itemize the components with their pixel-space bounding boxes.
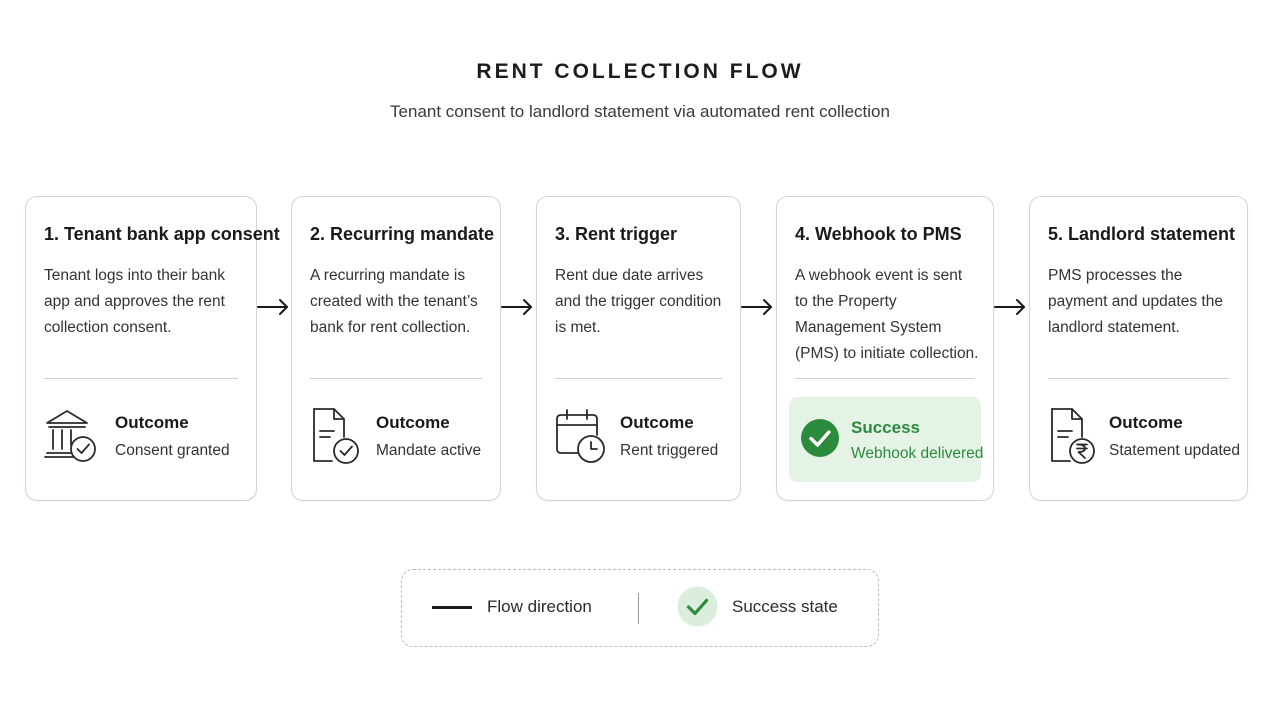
legend: Flow direction Success state — [401, 569, 879, 647]
step-card-tenant-consent: 1. Tenant bank app consent Tenant logs i… — [25, 196, 280, 501]
document-rupee-icon — [1051, 408, 1095, 464]
page-subtitle: Tenant consent to landlord statement via… — [390, 102, 890, 121]
success-state-box: Success Webhook delivered — [789, 397, 984, 482]
step-title: 1. Tenant bank app consent — [44, 224, 280, 244]
card-divider — [555, 378, 722, 379]
flow-arrow-icon — [741, 299, 772, 315]
step-title: 2. Recurring mandate — [310, 224, 495, 244]
outcome-label: Outcome — [620, 413, 694, 432]
card-divider — [795, 378, 975, 379]
outcome-value: Statement updated — [1109, 442, 1240, 459]
page-title: RENT COLLECTION FLOW — [476, 60, 804, 83]
step-title: 4. Webhook to PMS — [795, 224, 962, 244]
flow-direction-line-icon — [432, 606, 472, 609]
flow-arrow-icon — [257, 299, 288, 315]
outcome-value: Mandate active — [376, 442, 482, 459]
bank-check-icon — [44, 410, 96, 462]
step-description: Rent due date arrives and the trigger co… — [555, 267, 722, 336]
step-title: 5. Landlord statement — [1048, 224, 1236, 244]
flow-arrow-icon — [501, 299, 532, 315]
outcome-value: Rent triggered — [620, 442, 719, 459]
calendar-clock-icon — [556, 409, 605, 463]
card-divider — [310, 378, 482, 379]
step-card-webhook: 4. Webhook to PMS A webhook event is sen… — [776, 196, 994, 501]
outcome-label: Outcome — [1109, 413, 1183, 432]
step-description: PMS processes the payment and updates th… — [1048, 267, 1223, 336]
success-label: Success — [851, 418, 920, 437]
step-card-recurring-mandate: 2. Recurring mandate A recurring mandate… — [291, 196, 501, 501]
card-divider — [1048, 378, 1229, 379]
step-title: 3. Rent trigger — [555, 224, 678, 244]
success-check-icon — [801, 419, 839, 457]
card-divider — [44, 378, 238, 379]
success-value: Webhook delivered — [851, 445, 984, 462]
outcome-value: Consent granted — [115, 442, 230, 459]
document-check-icon — [313, 408, 359, 464]
legend-flow-label: Flow direction — [487, 597, 592, 616]
flow-arrow-icon — [994, 299, 1025, 315]
outcome-label: Outcome — [376, 413, 450, 432]
step-card-landlord-statement: 5. Landlord statement PMS processes the … — [1029, 196, 1248, 501]
step-card-rent-trigger: 3. Rent trigger Rent due date arrives an… — [536, 196, 741, 501]
step-description: Tenant logs into their bank app and appr… — [44, 267, 225, 336]
legend-success-label: Success state — [732, 597, 838, 616]
legend-separator — [638, 593, 639, 624]
success-state-icon — [677, 586, 718, 627]
outcome-label: Outcome — [115, 413, 189, 432]
step-description: A webhook event is sent to the Property … — [795, 267, 979, 362]
step-description: A recurring mandate is created with the … — [310, 267, 478, 336]
